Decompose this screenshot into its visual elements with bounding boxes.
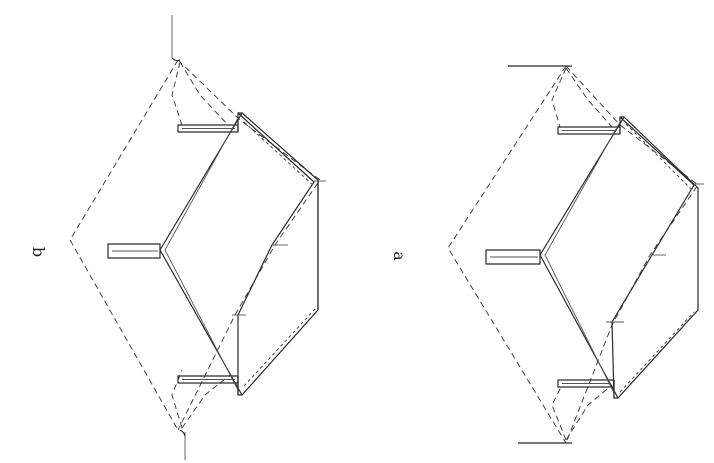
panel-a-dashed-right-envelope [565, 65, 699, 444]
panel-b-dashed-right-envelope [177, 59, 321, 431]
panel-a-center-rib [485, 249, 541, 265]
panel-a-box-outline [611, 116, 699, 399]
panel-a-dashed-envelope [447, 65, 567, 444]
panel-b-drawing [69, 15, 326, 460]
panel-b-box-outline [237, 112, 319, 396]
panel-a-drawing [447, 65, 704, 444]
panel-b-center-rib [107, 243, 161, 259]
panel-b-dashed-envelope [69, 59, 179, 431]
panel-b-label: b [29, 247, 48, 257]
panel-a-label: a [390, 251, 409, 261]
